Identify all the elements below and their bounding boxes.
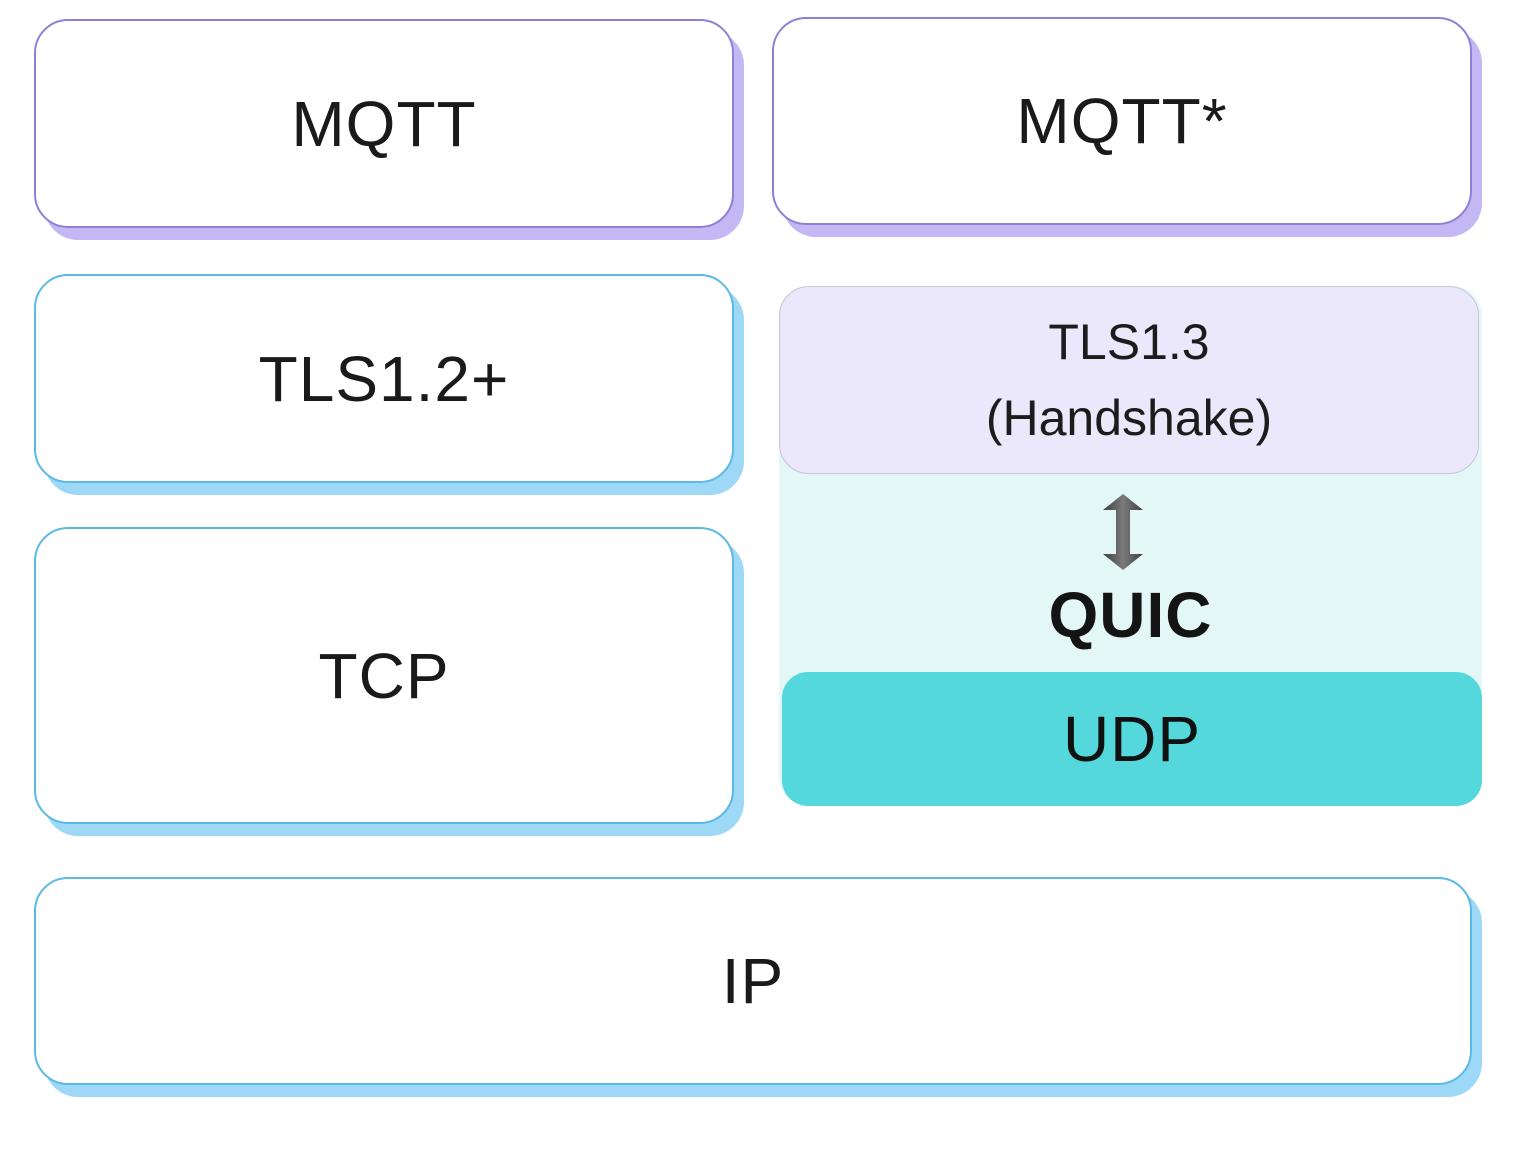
tcp-label: TCP: [318, 639, 450, 712]
tls13-handshake-layer: TLS1.3 (Handshake): [779, 286, 1479, 474]
tls13-label: TLS1.3: [1048, 314, 1210, 370]
quic-label: QUIC: [1048, 579, 1213, 651]
quic-stack: TLS1.3 (Handshake) QUIC UDP: [779, 286, 1482, 806]
mqtt-star-layer: MQTT*: [772, 17, 1472, 225]
tls12-layer: TLS1.2+: [34, 274, 734, 483]
tcp-layer: TCP: [34, 527, 734, 824]
handshake-label: (Handshake): [985, 390, 1273, 446]
udp-layer: UDP: [782, 672, 1482, 806]
up-down-arrow-icon: [1103, 494, 1143, 570]
mqtt-layer: MQTT: [34, 19, 734, 228]
ip-layer: IP: [34, 877, 1472, 1085]
ip-label: IP: [721, 945, 785, 1017]
tls12-label: TLS1.2+: [258, 342, 510, 415]
udp-label: UDP: [1062, 703, 1202, 775]
mqtt-star-label: MQTT*: [1016, 85, 1228, 157]
mqtt-label: MQTT: [291, 87, 477, 160]
